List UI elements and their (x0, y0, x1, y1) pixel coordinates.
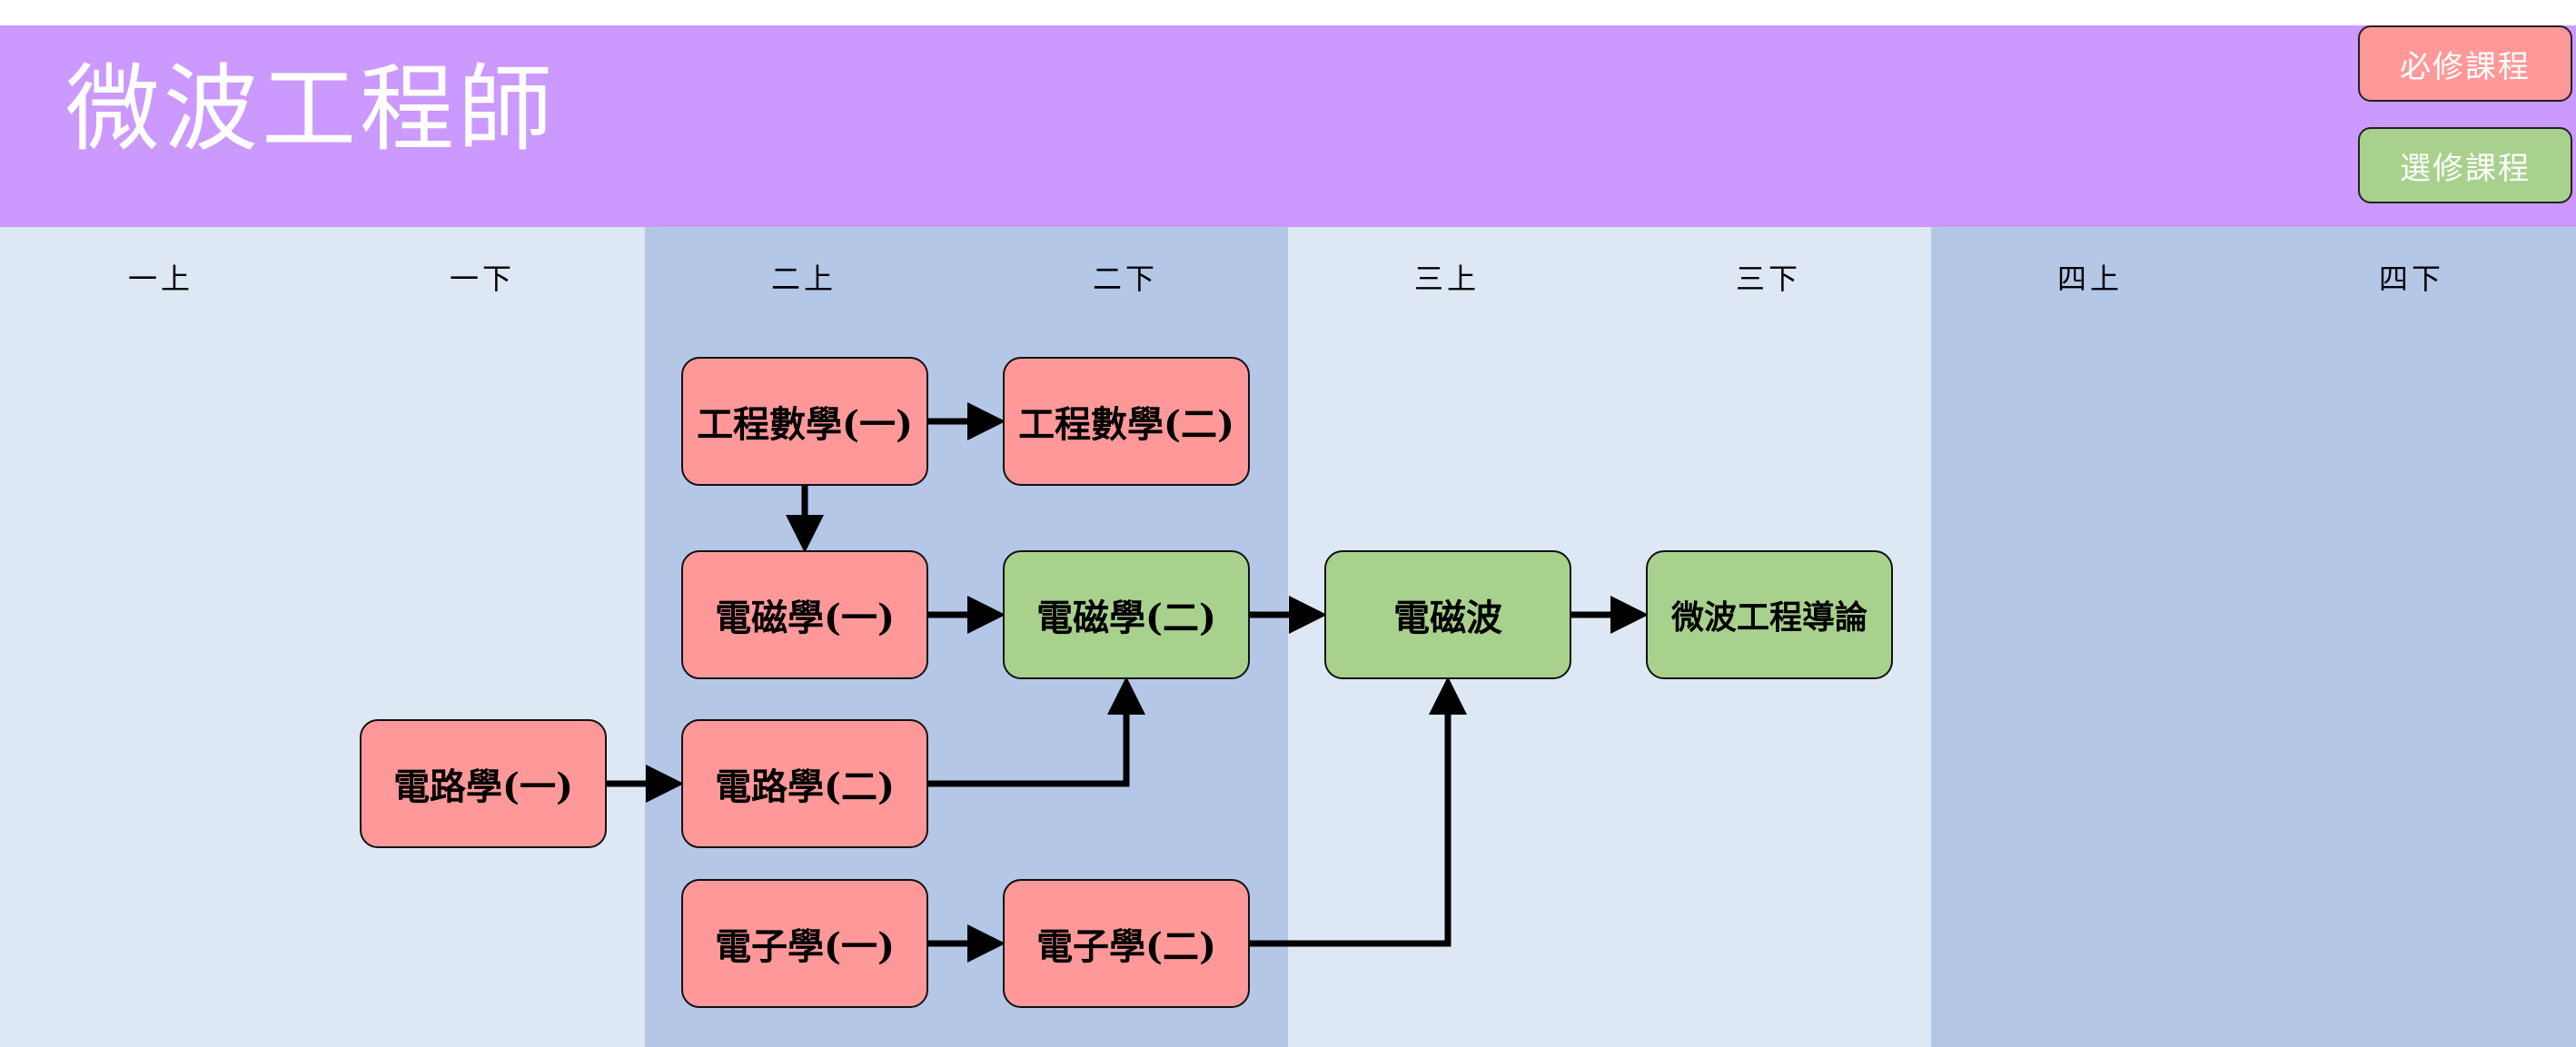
header-bar: 微波工程師 (0, 25, 2576, 227)
course-node-circuit-2: 電路學(二) (681, 719, 928, 848)
semester-label: 四下 (2378, 262, 2444, 296)
course-node-circuit-1: 電路學(一) (360, 719, 607, 848)
page-title: 微波工程師 (65, 54, 557, 164)
band-year-1 (0, 227, 645, 1047)
course-node-electronics-2: 電子學(二) (1003, 879, 1250, 1008)
legend-required: 必修課程 (2358, 25, 2572, 102)
course-node-em-1: 電磁學(一) (681, 550, 928, 679)
band-year-4 (1931, 227, 2576, 1047)
arrow-electronics_2-to-em_wave (1250, 677, 1467, 947)
semester-label: 三下 (1735, 262, 1801, 296)
course-node-em-2: 電磁學(二) (1003, 550, 1250, 679)
legend-elective: 選修課程 (2358, 127, 2572, 203)
semester-label: 一下 (449, 262, 515, 296)
course-node-eng-math-1: 工程數學(一) (681, 357, 928, 486)
course-node-eng-math-2: 工程數學(二) (1003, 357, 1250, 486)
course-node-em-wave: 電磁波 (1324, 550, 1571, 679)
arrow-circuit_2-to-em_2 (928, 677, 1145, 787)
semester-label: 二上 (770, 262, 837, 296)
course-node-electronics-1: 電子學(一) (681, 879, 928, 1008)
semester-label: 四上 (2056, 262, 2123, 296)
semester-label: 三上 (1413, 262, 1480, 296)
semester-label: 一上 (127, 262, 193, 296)
semester-label: 二下 (1092, 262, 1158, 296)
course-node-microwave-intro: 微波工程導論 (1646, 550, 1893, 679)
